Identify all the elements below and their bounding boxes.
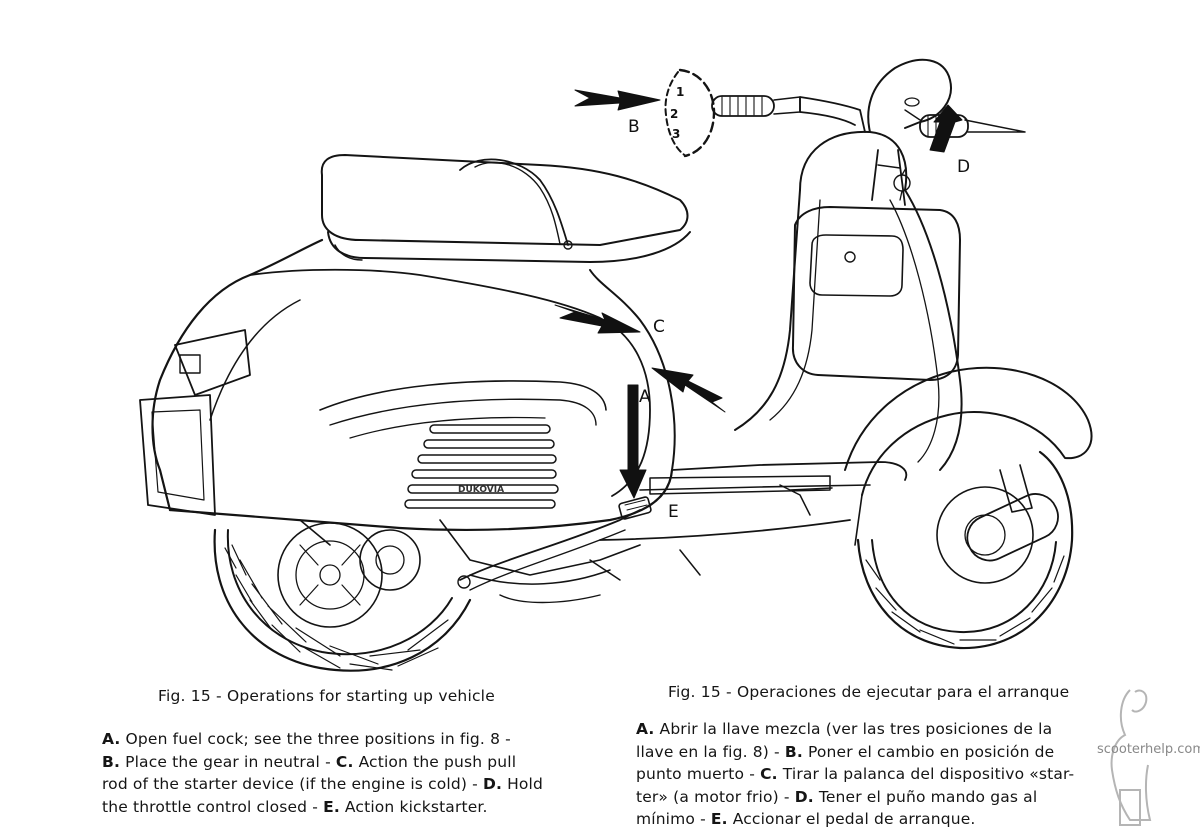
step-text: Poner el cambio en posición de: [802, 742, 1055, 761]
front-wheel: [844, 366, 1093, 650]
step-text: Accionar el pedal de arranque.: [727, 810, 976, 828]
step-text: rod of the starter device (if the engine…: [102, 775, 483, 793]
handlebar: [711, 58, 1026, 206]
cowl-emblem: DUKOVIA: [458, 485, 504, 495]
step-marker: E.: [323, 797, 340, 816]
watermark-text: scooterhelp.com: [1097, 742, 1200, 757]
floorboard: [599, 461, 908, 541]
step-marker: B.: [102, 752, 121, 771]
english-line: the throttle control closed - E. Action …: [102, 796, 543, 819]
english-line: B. Place the gear in neutral - C. Action…: [102, 751, 543, 774]
gear-1: 1: [676, 85, 684, 99]
step-marker: A.: [636, 720, 655, 738]
callout-d: D: [957, 157, 970, 177]
callout-e: E: [668, 502, 679, 522]
step-marker: D.: [482, 775, 502, 793]
callout-b: B: [628, 117, 640, 137]
step-marker: D.: [794, 787, 814, 806]
spanish-line: A. Abrir la llave mezcla (ver las tres p…: [636, 718, 1074, 741]
step-text: Hold: [502, 775, 543, 793]
step-text: punto muerto -: [636, 765, 761, 783]
step-text: mínimo -: [636, 810, 711, 828]
gear-3: 3: [672, 127, 680, 141]
spanish-line: mínimo - E. Accionar el pedal de arranqu…: [636, 808, 1074, 831]
step-text: Place the gear in neutral -: [120, 752, 336, 771]
scooterhelp-logo: [1110, 689, 1152, 826]
step-text: Tirar la palanca del dispositivo «star-: [777, 765, 1075, 783]
spanish-line: llave en la fig. 8) - B. Poner el cambio…: [636, 741, 1074, 764]
rear-wheel: [213, 522, 472, 672]
step-marker: A.: [102, 730, 121, 748]
step-text: Tener el puño mando gas al: [813, 787, 1038, 806]
scooter-illustration: DUKOVIA: [139, 58, 1093, 672]
spanish-line: punto muerto - C. Tirar la palanca del d…: [636, 763, 1074, 786]
english-caption: Fig. 15 - Operations for starting up veh…: [158, 687, 495, 705]
engine-cowl: DUKOVIA: [139, 238, 676, 532]
arrows: [554, 89, 963, 499]
step-text: Abrir la llave mezcla (ver las tres posi…: [654, 720, 1053, 738]
legshield: [734, 130, 963, 471]
step-text: the throttle control closed -: [102, 797, 324, 816]
step-marker: B.: [784, 742, 803, 761]
step-text: llave en la fig. 8) -: [636, 742, 785, 761]
engine: [299, 496, 701, 604]
step-marker: C.: [760, 765, 778, 783]
seat: [320, 154, 691, 263]
english-line: A. Open fuel cock; see the three positio…: [102, 728, 543, 751]
spanish-caption: Fig. 15 - Operaciones de ejecutar para e…: [668, 683, 1070, 701]
step-marker: E.: [710, 810, 728, 828]
callout-c: C: [653, 317, 665, 337]
spanish-instructions: A. Abrir la llave mezcla (ver las tres p…: [636, 718, 1074, 831]
english-instructions: A. Open fuel cock; see the three positio…: [102, 728, 543, 818]
english-line: rod of the starter device (if the engine…: [102, 773, 543, 796]
step-text: ter» (a motor frio) -: [636, 787, 795, 806]
callout-a: A: [639, 387, 651, 407]
spanish-line: ter» (a motor frio) - D. Tener el puño m…: [636, 786, 1074, 809]
gear-dial: 1 2 3: [664, 68, 716, 158]
gear-2: 2: [670, 107, 678, 121]
step-marker: C.: [335, 752, 354, 771]
step-text: Open fuel cock; see the three positions …: [120, 730, 511, 748]
step-text: Action the push pull: [353, 752, 517, 771]
step-text: Action kickstarter.: [339, 797, 488, 816]
